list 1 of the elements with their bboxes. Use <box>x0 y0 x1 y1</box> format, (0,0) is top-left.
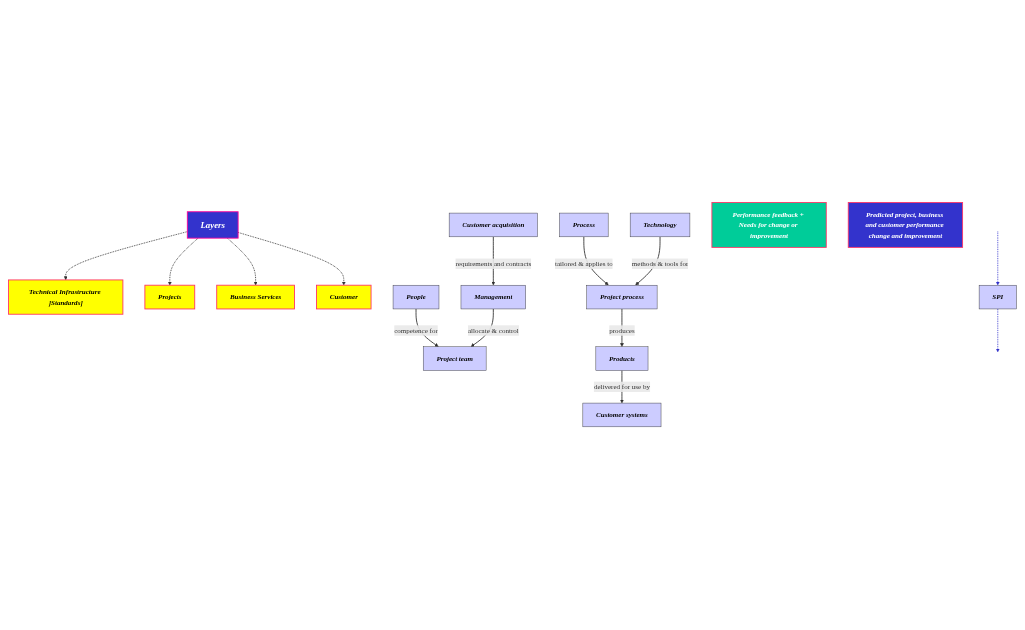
node-box: Layers <box>186 211 239 239</box>
